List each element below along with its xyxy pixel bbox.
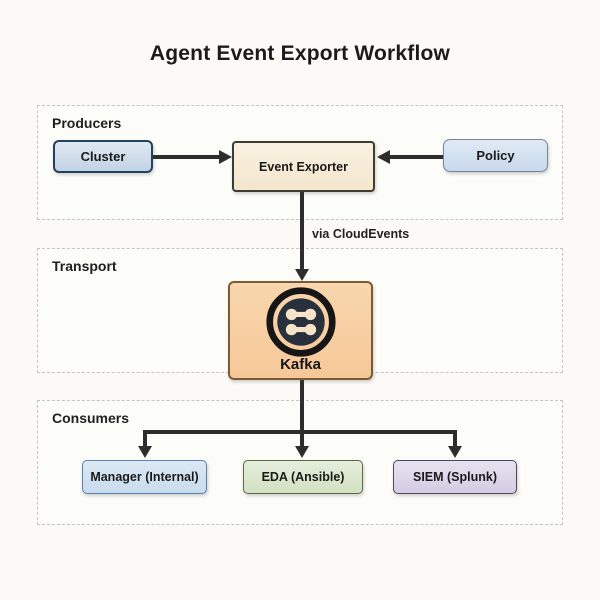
section-producers-label: Producers	[52, 115, 122, 131]
node-kafka-label: Kafka	[280, 356, 321, 373]
node-eda-ansible-label: EDA (Ansible)	[261, 470, 345, 484]
edge-exporter-to-kafka-arrowhead	[295, 269, 309, 281]
edge-kafka-stem-line	[300, 380, 304, 434]
node-event-exporter-label: Event Exporter	[259, 159, 348, 174]
edge-cluster-to-exporter-line	[153, 155, 221, 159]
edge-to-siem-line	[453, 430, 457, 447]
node-policy: Policy	[443, 139, 548, 172]
edge-policy-to-exporter-line	[390, 155, 443, 159]
section-transport-label: Transport	[52, 258, 117, 274]
edge-label-via-cloudevents: via CloudEvents	[312, 227, 410, 241]
kafka-logo-icon	[265, 287, 336, 357]
node-manager-internal: Manager (Internal)	[82, 460, 207, 494]
page-title: Agent Event Export Workflow	[149, 42, 451, 65]
node-manager-internal-label: Manager (Internal)	[90, 470, 199, 484]
edge-to-siem-arrowhead	[448, 446, 462, 458]
section-consumers-label: Consumers	[52, 410, 130, 426]
edge-cluster-to-exporter-arrowhead	[219, 150, 232, 164]
node-cluster: Cluster	[53, 140, 153, 173]
edge-to-eda-line	[300, 430, 304, 447]
edge-to-eda-arrowhead	[295, 446, 309, 458]
node-event-exporter: Event Exporter	[232, 141, 375, 192]
node-eda-ansible: EDA (Ansible)	[243, 460, 363, 494]
node-siem-splunk-label: SIEM (Splunk)	[412, 470, 498, 484]
edge-to-manager-arrowhead	[138, 446, 152, 458]
edge-policy-to-exporter-arrowhead	[377, 150, 390, 164]
node-kafka: Kafka	[228, 281, 373, 380]
node-policy-label: Policy	[476, 148, 515, 163]
node-cluster-label: Cluster	[80, 149, 126, 164]
node-siem-splunk: SIEM (Splunk)	[393, 460, 517, 494]
edge-exporter-to-kafka-line	[300, 192, 304, 270]
edge-to-manager-line	[143, 430, 147, 447]
